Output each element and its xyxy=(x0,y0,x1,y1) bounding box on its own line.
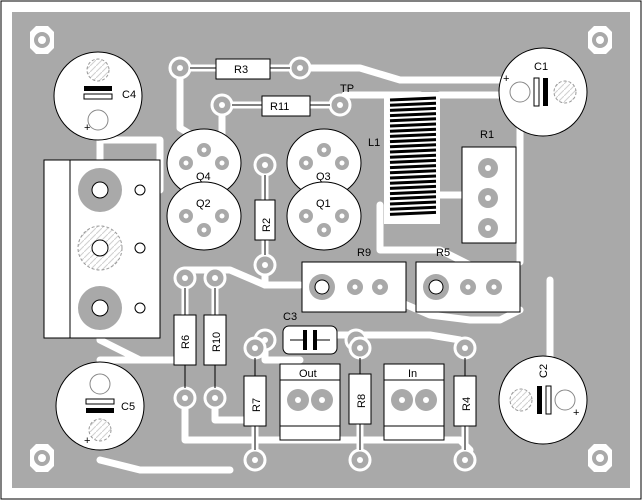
coil-winding xyxy=(389,184,437,190)
coil-winding xyxy=(389,153,437,159)
c5-label: C5 xyxy=(121,401,135,413)
resistor-r9: R9 xyxy=(301,247,407,313)
coil-winding xyxy=(389,122,437,128)
c2-plus-mark: + xyxy=(573,407,579,419)
coil-winding xyxy=(389,148,437,154)
capacitor-c4: C4 + xyxy=(53,51,143,141)
resistor-r4: R4 xyxy=(453,336,477,472)
r4-label: R4 xyxy=(461,397,473,411)
capacitor-c2: C2 + xyxy=(498,355,588,445)
resistor-r1: R1 xyxy=(461,129,517,244)
coil-winding xyxy=(389,96,437,102)
coil-winding xyxy=(389,210,437,216)
q4-label: Q4 xyxy=(196,171,211,183)
coil-winding xyxy=(389,138,437,144)
connector-in: In xyxy=(383,363,445,441)
coil-winding xyxy=(389,169,437,175)
resistor-r6: R6 xyxy=(173,266,197,410)
coil-winding xyxy=(389,117,437,123)
r2-label: R2 xyxy=(261,218,273,232)
r7-label: R7 xyxy=(251,398,263,412)
coil-winding xyxy=(389,132,437,138)
l1-label: L1 xyxy=(368,137,380,149)
capacitor-c1: C1 + xyxy=(498,47,588,137)
out-label: Out xyxy=(299,368,317,380)
transistor-q4: Q4 xyxy=(166,128,242,198)
coil-winding xyxy=(389,106,437,112)
coil-winding xyxy=(389,205,437,211)
transistor-q2: Q2 xyxy=(166,181,242,251)
c1-plus-mark: + xyxy=(503,73,509,85)
transistor-q1: Q1 xyxy=(286,181,362,251)
resistor-r7: R7 xyxy=(243,336,267,472)
mounting-hole-top-left xyxy=(30,26,54,54)
coil-winding xyxy=(389,200,437,206)
mounting-holes xyxy=(30,26,612,472)
heatsink-block xyxy=(43,159,161,339)
c4-plus-mark: + xyxy=(84,122,90,134)
tp-label: TP xyxy=(340,83,354,95)
coil-winding xyxy=(389,179,437,185)
coil-winding xyxy=(389,195,437,201)
mounting-hole-bottom-right xyxy=(588,444,612,472)
coil-winding xyxy=(389,174,437,180)
coil-winding xyxy=(389,164,437,170)
c5-plus-mark: + xyxy=(84,435,90,447)
connector-out: Out xyxy=(279,363,341,441)
c1-label: C1 xyxy=(534,61,548,73)
resistor-r10: R10 xyxy=(203,266,227,410)
mounting-hole-bottom-left xyxy=(30,444,54,472)
r6-label: R6 xyxy=(180,335,192,349)
c4-label: C4 xyxy=(122,89,136,101)
q2-label: Q2 xyxy=(196,198,211,210)
coil-winding xyxy=(389,101,437,107)
r3-label: R3 xyxy=(234,64,248,76)
coil-winding xyxy=(389,143,437,149)
capacitor-c5: C5 + xyxy=(55,361,145,451)
coil-winding xyxy=(389,112,437,118)
resistor-r11: R11 TP xyxy=(210,83,354,117)
resistor-r3: R3 xyxy=(168,56,312,80)
mounting-hole-top-right xyxy=(588,26,612,54)
in-label: In xyxy=(408,368,417,380)
resistor-r2: R2 xyxy=(253,153,277,277)
coil-winding xyxy=(389,190,437,196)
transistor-q3: Q3 xyxy=(286,128,362,198)
resistor-r5: R5 xyxy=(415,247,521,313)
resistor-r8: R8 xyxy=(348,336,372,472)
q1-label: Q1 xyxy=(316,198,331,210)
r9-label: R9 xyxy=(357,247,371,259)
c3-label: C3 xyxy=(283,311,297,323)
inductor-l1: L1 xyxy=(368,92,440,224)
q3-label: Q3 xyxy=(316,171,331,183)
c2-label: C2 xyxy=(538,364,550,378)
r11-label: R11 xyxy=(270,101,289,113)
r5-label: R5 xyxy=(436,247,450,259)
coil-winding xyxy=(389,158,437,164)
r1-label: R1 xyxy=(480,129,494,141)
coil-winding xyxy=(389,127,437,133)
r10-label: R10 xyxy=(211,332,223,352)
r8-label: R8 xyxy=(356,394,368,408)
